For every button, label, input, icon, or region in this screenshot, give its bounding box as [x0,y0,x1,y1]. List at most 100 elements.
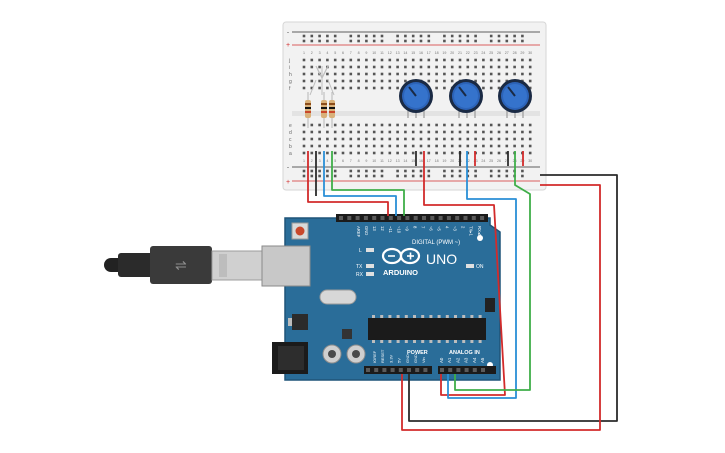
column-number: 25 [489,159,493,163]
digital-pin-label: 2 [461,226,466,229]
on-label: ON [476,264,484,270]
digital-pin-label: ~9 [404,226,409,231]
potentiometer-2[interactable] [449,79,483,118]
reset-button-cap[interactable] [295,226,305,236]
column-number: 8 [358,51,360,55]
led-l-label: L [359,248,362,254]
column-number: 13 [396,51,400,55]
column-number: 14 [403,51,407,55]
analog-pin-label: A5 [480,357,485,363]
analog-pin-label: A2 [455,357,460,363]
digital-pin-label: 7 [420,226,425,229]
digital-pin-label: 8 [412,226,417,229]
voltage-regulator [292,314,308,330]
row-letter: d [289,130,292,136]
column-number: 10 [372,159,376,163]
wire-red-pot1[interactable] [423,151,506,396]
led-l [366,248,374,252]
wire-red-5v[interactable] [401,184,601,431]
column-number: 14 [403,159,407,163]
wire-green-led[interactable] [331,151,405,216]
column-number: 12 [388,51,392,55]
wire-red-led[interactable] [307,151,389,216]
resistor-1[interactable] [305,92,311,128]
digital-pin-label: 4 [445,226,450,229]
wire-black-gnd[interactable] [408,174,618,422]
breadboard-holes [302,34,532,178]
column-number: 19 [442,51,446,55]
column-number: 25 [489,51,493,55]
power-pin-label: GND [405,354,410,363]
digital-header [336,214,488,222]
digital-pin-label: ~5 [437,226,442,231]
column-number: 9 [365,159,367,163]
column-number: 1 [303,159,305,163]
resistor-2[interactable] [321,92,327,128]
column-number: 6 [342,159,344,163]
column-number: 2 [311,51,313,55]
column-number: 30 [528,159,532,163]
header-holes [339,216,485,372]
column-number: 4 [326,159,328,163]
small-chip [342,329,352,339]
column-number: 23 [474,51,478,55]
column-number: 26 [497,159,501,163]
digital-pin-label: TX▸1 [469,226,474,236]
rail-plus-label: + [286,42,290,49]
arduino-uno-board[interactable]: L TX RX ON ARDUINO UNO DIGITAL (PWM ~) P… [261,214,501,381]
digital-header-label: DIGITAL (PWM ~) [412,240,460,246]
column-number: 19 [442,159,446,163]
led-rx-label: RX [356,272,364,278]
potentiometer-1[interactable] [399,79,433,118]
rail-minus-label-bottom: - [287,165,289,171]
led-on [466,264,474,268]
usb-symbol-icon: ⇌ [175,257,187,273]
crystal-oscillator [319,289,357,305]
row-letter: a [289,151,292,157]
column-number: 26 [497,51,501,55]
rail-plus-label-bottom: + [286,179,290,186]
column-number: 13 [396,159,400,163]
row-letter: i [289,65,290,71]
column-number: 20 [450,159,454,163]
led-tx-label: TX [356,264,363,270]
digital-pin-label: RX◂0 [477,226,482,237]
resistor-3[interactable] [329,92,335,128]
row-letter: g [289,79,292,85]
row-letter: h [289,72,292,78]
column-number: 3 [319,159,321,163]
wires [307,151,618,431]
power-pin-label: IOREF [372,350,377,363]
column-number: 22 [466,51,470,55]
power-pin-label: 3.3V [388,354,393,363]
digital-pin-label: ~3 [453,226,458,231]
usb-cable[interactable]: ⇌ [104,246,263,284]
column-number: 1 [303,51,305,55]
column-number: 16 [419,159,423,163]
column-number: 12 [388,159,392,163]
wire-blue-pot2[interactable] [447,151,517,399]
column-number: 17 [427,51,431,55]
power-header-label: POWER [407,350,428,356]
atmega-chip [368,318,486,340]
digital-pin-label: 13 [372,226,377,231]
digital-pin-label: ~6 [428,226,433,231]
column-number: 9 [365,51,367,55]
column-number: 11 [380,159,384,163]
potentiometer-3[interactable] [498,79,532,118]
column-number: 27 [505,159,509,163]
column-number: 21 [458,51,462,55]
column-number: 29 [520,51,524,55]
digital-pin-label: AREF [356,226,361,238]
usb-port [261,245,311,287]
column-number: 20 [450,51,454,55]
rgb-led[interactable] [309,65,335,96]
analog-pin-label: A3 [464,357,469,363]
wire-blue-led[interactable] [323,151,397,216]
wire-green-pot3[interactable] [454,151,531,391]
analog-pin-label: A1 [447,357,452,363]
column-number: 5 [334,51,336,55]
column-number: 27 [505,51,509,55]
